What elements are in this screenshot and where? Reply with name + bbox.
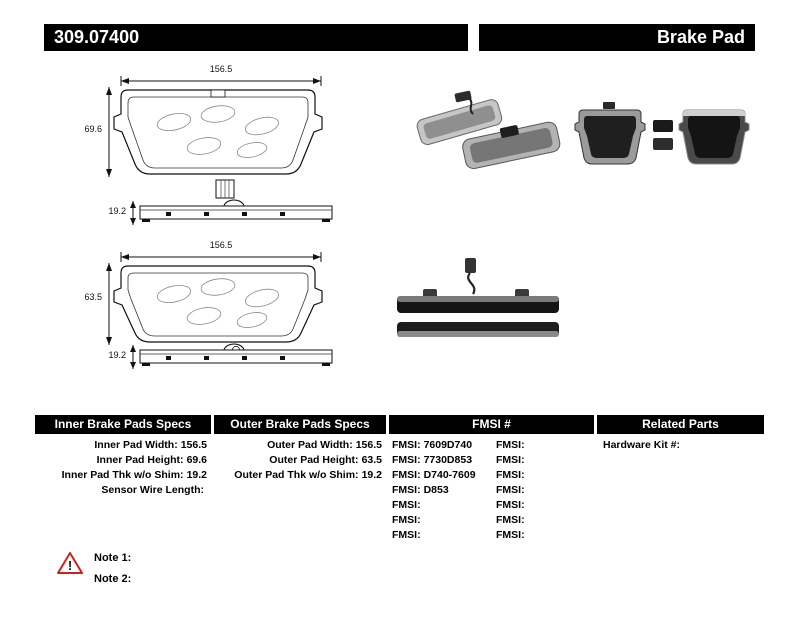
outer-specs-column: Outer Pad Width:156.5 Outer Pad Height:6… [214,438,382,483]
part-number-bar: 309.07400 [44,24,468,51]
fmsi-row: FMSI: [496,438,591,453]
inner-pad-side-drawing [139,199,333,222]
spec-label: Sensor Wire Length: [101,484,204,496]
spec-value: 69.6 [186,454,207,466]
inner-spec-row: Sensor Wire Length: [35,483,207,498]
inner-specs-header-label: Inner Brake Pads Specs [54,417,192,431]
fmsi-row: FMSI: [496,513,591,528]
fmsi-row: FMSI:D740-7609 [392,468,492,483]
spec-value: 156.5 [355,439,382,451]
fmsi-label: FMSI: [392,454,421,466]
fmsi-header: FMSI # [389,415,594,434]
fmsi-row: FMSI: [496,483,591,498]
spec-value: 19.2 [186,469,207,481]
note-2: Note 2: [94,573,132,585]
inner-spec-row: Inner Pad Width:156.5 [35,438,207,453]
fmsi-row: FMSI:7609D740 [392,438,492,453]
related-parts-header-label: Related Parts [642,417,719,431]
pad-photo-facing-pair [574,102,750,165]
fmsi-value: D853 [423,484,449,496]
fmsi-label: FMSI: [392,514,421,526]
spec-value: 19.2 [361,469,382,481]
outer-pad-thickness-dimension: 19.2 [108,350,126,360]
inner-spec-row: Inner Pad Thk w/o Shim:19.2 [35,468,207,483]
fmsi-label: FMSI: [496,484,525,496]
outer-spec-row: Outer Pad Height:63.5 [214,453,382,468]
related-part-label: Hardware Kit #: [603,439,681,451]
outer-height-dimension-line-icon [106,263,112,345]
outer-width-dimension-line-icon [120,252,322,262]
inner-pad-thickness-dimension: 19.2 [108,206,126,216]
fmsi-value: 7609D740 [423,439,473,451]
fmsi-row: FMSI:7730D853 [392,453,492,468]
inner-pad-front-drawing [113,89,323,175]
outer-pad-width-dimension: 156.5 [209,240,233,250]
fmsi-label: FMSI: [496,454,525,466]
part-number: 309.07400 [54,27,140,47]
outer-specs-header: Outer Brake Pads Specs [214,415,386,434]
warning-triangle-icon: ! [57,552,83,574]
spec-label: Inner Pad Width: [94,439,178,451]
fmsi-label: FMSI: [496,499,525,511]
fmsi-label: FMSI: [496,529,525,541]
fmsi-row: FMSI:D853 [392,483,492,498]
inner-thickness-dimension-line-icon [130,201,136,225]
inner-specs-column: Inner Pad Width:156.5 Inner Pad Height:6… [35,438,207,498]
fmsi-row: FMSI: [496,528,591,543]
fmsi-row: FMSI: [496,468,591,483]
fmsi-row: FMSI: [496,498,591,513]
fmsi-label: FMSI: [496,469,525,481]
outer-spec-row: Outer Pad Thk w/o Shim:19.2 [214,468,382,483]
warning-exclamation: ! [68,558,72,573]
spec-value: 156.5 [180,439,207,451]
outer-thickness-dimension-line-icon [130,345,136,369]
spec-label: Outer Pad Width: [267,439,353,451]
fmsi-row: FMSI: [496,453,591,468]
inner-pad-width-dimension: 156.5 [209,64,233,74]
note-1: Note 1: [94,552,132,564]
fmsi-row: FMSI: [392,498,492,513]
spec-label: Inner Pad Height: [96,454,184,466]
spec-label: Outer Pad Thk w/o Shim: [234,469,359,481]
outer-pad-height-dimension: 63.5 [84,292,102,302]
pad-photo-flat-pair [416,90,561,170]
product-name: Brake Pad [656,27,745,47]
fmsi-label: FMSI: [392,469,421,481]
fmsi-label: FMSI: [392,529,421,541]
inner-pad-clip-drawing [215,179,235,199]
fmsi-value: 7730D853 [423,454,473,466]
inner-pad-height-dimension: 69.6 [84,124,102,134]
spec-label: Inner Pad Thk w/o Shim: [61,469,184,481]
product-name-bar: Brake Pad [479,24,755,51]
fmsi-label: FMSI: [392,484,421,496]
fmsi-label: FMSI: [496,439,525,451]
fmsi-row: FMSI: [392,528,492,543]
fmsi-label: FMSI: [496,514,525,526]
related-parts-column: Hardware Kit #: [603,438,763,453]
outer-specs-header-label: Outer Brake Pads Specs [230,417,370,431]
spec-label: Outer Pad Height: [269,454,359,466]
fmsi-column-2: FMSI: FMSI: FMSI: FMSI: FMSI: FMSI: FMSI… [496,438,591,543]
inner-specs-header: Inner Brake Pads Specs [35,415,211,434]
inner-height-dimension-line-icon [106,87,112,177]
fmsi-value: D740-7609 [423,469,476,481]
inner-width-dimension-line-icon [120,76,322,86]
fmsi-column-1: FMSI:7609D740 FMSI:7730D853 FMSI:D740-76… [392,438,492,543]
related-part-row: Hardware Kit #: [603,438,763,453]
spec-value: 63.5 [361,454,382,466]
fmsi-label: FMSI: [392,499,421,511]
outer-pad-side-drawing [139,343,333,366]
outer-spec-row: Outer Pad Width:156.5 [214,438,382,453]
related-parts-header: Related Parts [597,415,764,434]
pad-photo-edge-views [397,258,559,337]
fmsi-label: FMSI: [392,439,421,451]
fmsi-row: FMSI: [392,513,492,528]
inner-spec-row: Inner Pad Height:69.6 [35,453,207,468]
fmsi-header-label: FMSI # [472,417,511,431]
outer-pad-front-drawing [113,265,323,343]
